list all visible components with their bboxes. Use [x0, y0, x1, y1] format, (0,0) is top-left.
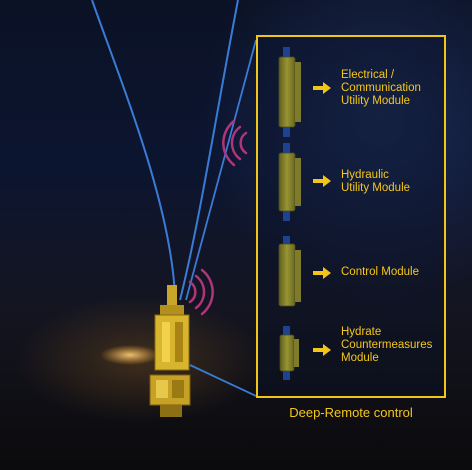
- panel-caption: Deep-Remote control: [289, 405, 413, 420]
- modules-panel: [256, 35, 446, 398]
- module-electrical-communication: [278, 47, 301, 137]
- signal-icon-panel: [222, 119, 248, 167]
- subsea-stack: [149, 285, 191, 417]
- seabed-light: [100, 345, 160, 365]
- connector-line-bottom: [189, 364, 257, 397]
- module-hydraulic-utility: [278, 143, 301, 221]
- label-control-module: Control Module: [341, 266, 419, 278]
- label-hydrate-countermeasures-module: Hydrate Countermeasures Module: [341, 326, 433, 364]
- signal-icon-stack: [188, 268, 214, 316]
- umbilical-cable: [179, 0, 239, 301]
- arrow-icon: [313, 344, 331, 356]
- label-electrical-communication-module: Electrical / Communication Utility Modul…: [341, 69, 421, 107]
- riser-cable: [91, 0, 176, 296]
- arrow-icon: [313, 82, 331, 94]
- arrow-icon: [313, 175, 331, 187]
- label-hydraulic-utility-module: Hydraulic Utility Module: [341, 169, 411, 194]
- connector-line-top: [185, 39, 257, 301]
- arrow-icon: [313, 267, 331, 279]
- module-hydrate-countermeasures: [279, 326, 299, 380]
- module-control: [278, 236, 301, 307]
